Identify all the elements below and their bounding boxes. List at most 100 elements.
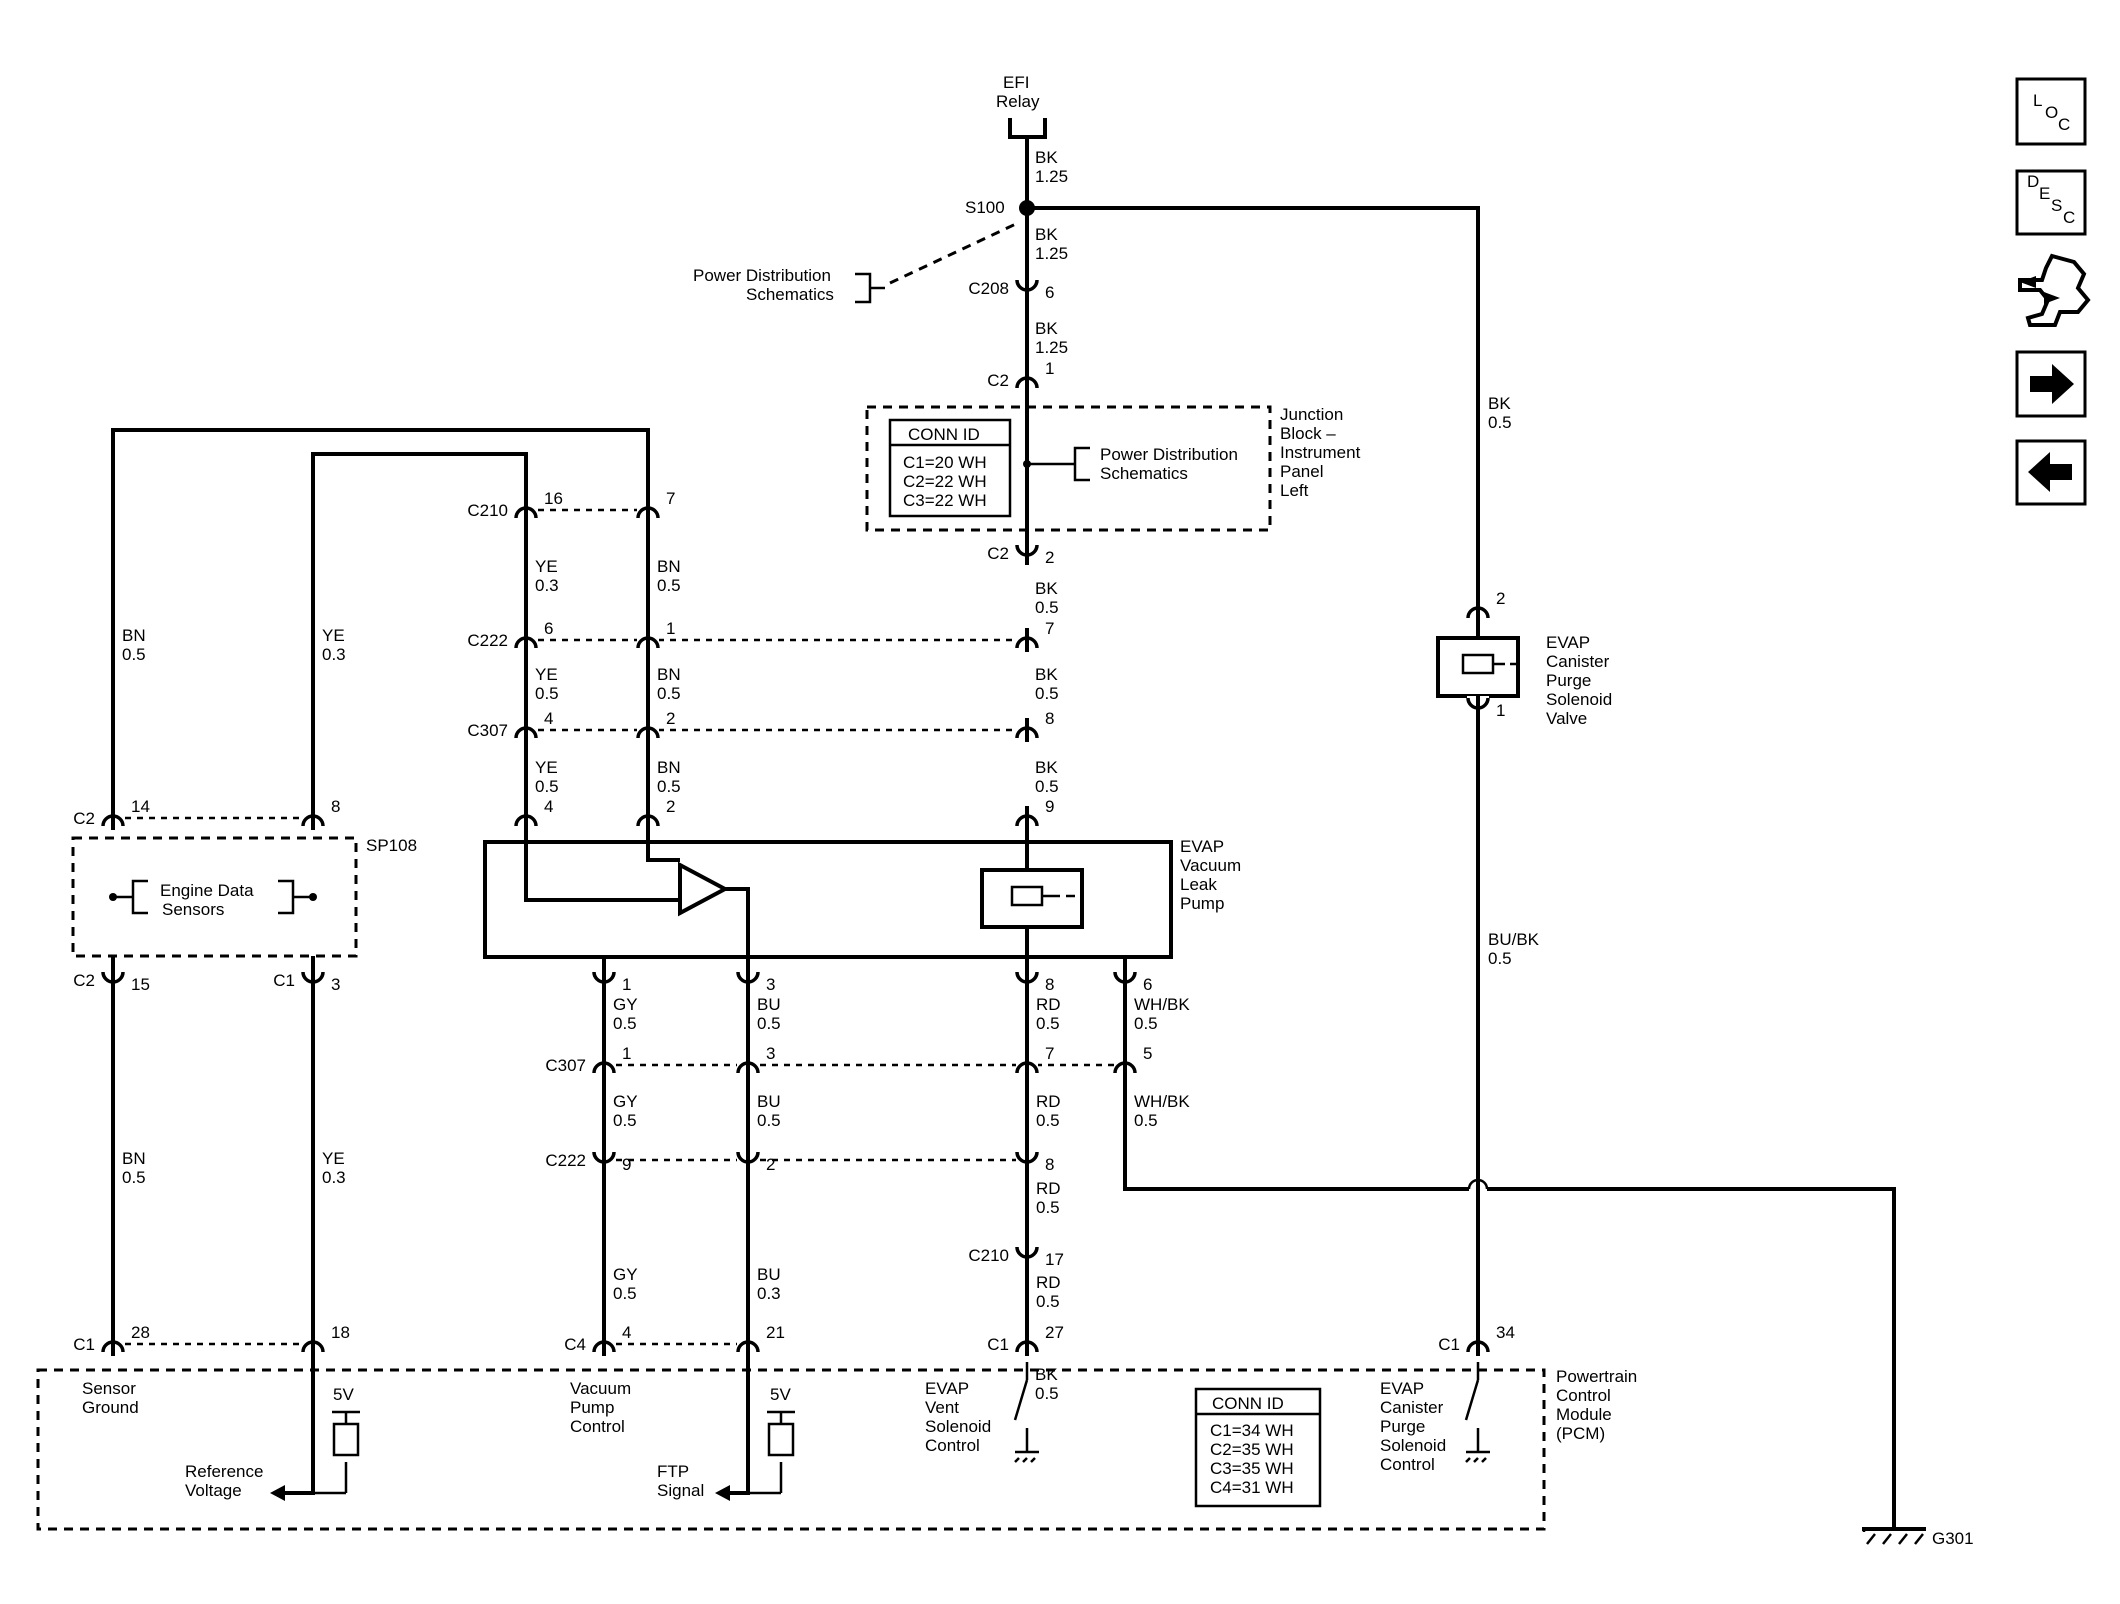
connector-name: C208 bbox=[968, 279, 1009, 298]
pcm-conn-id-title: CONN ID bbox=[1212, 1394, 1284, 1413]
connector-pin: 27 bbox=[1045, 1323, 1064, 1342]
svg-text:0.5: 0.5 bbox=[613, 1111, 637, 1130]
svg-text:BN: BN bbox=[657, 758, 681, 777]
svg-text:0.5: 0.5 bbox=[657, 684, 681, 703]
wire-label-yeB: YE0.3 bbox=[322, 1149, 346, 1187]
svg-text:0.5: 0.5 bbox=[613, 1284, 637, 1303]
connector-pin: 4 bbox=[544, 709, 553, 728]
svg-text:BK: BK bbox=[1035, 579, 1058, 598]
purge-label: Canister bbox=[1546, 652, 1610, 671]
wire-label-bk3: BK1.25 bbox=[1035, 319, 1068, 357]
svg-text:BN: BN bbox=[122, 1149, 146, 1168]
svg-text:L: L bbox=[2033, 91, 2042, 110]
svg-text:BK: BK bbox=[1035, 319, 1058, 338]
connector-c2l8: 8 bbox=[301, 797, 340, 830]
svg-text:0.5: 0.5 bbox=[535, 777, 559, 796]
svg-text:YE: YE bbox=[535, 557, 558, 576]
efi-relay: EFI Relay bbox=[996, 73, 1047, 139]
wire-label-rd3: RD0.5 bbox=[1036, 1179, 1061, 1217]
wire-label-bn3: BN0.5 bbox=[657, 758, 681, 796]
evap-purge-valve: EVAP Canister Purge Solenoid Valve bbox=[1436, 600, 1612, 1344]
pump-label: Vacuum bbox=[1180, 856, 1241, 875]
connector-pb8: 8 bbox=[1015, 968, 1054, 994]
prev-button[interactable] bbox=[2015, 439, 2087, 506]
svg-text:0.5: 0.5 bbox=[1035, 684, 1059, 703]
svg-text:S: S bbox=[2051, 196, 2062, 215]
connector-pin: 15 bbox=[131, 975, 150, 994]
svg-text:0.5: 0.5 bbox=[1035, 777, 1059, 796]
next-button[interactable] bbox=[2015, 350, 2087, 418]
purge-label: Solenoid bbox=[1546, 690, 1612, 709]
svg-text:YE: YE bbox=[322, 1149, 345, 1168]
purge-control-label: EVAP bbox=[1380, 1379, 1424, 1398]
svg-text:YE: YE bbox=[535, 758, 558, 777]
wire-ye-left bbox=[311, 452, 680, 902]
svg-text:0.5: 0.5 bbox=[122, 645, 146, 664]
sensor-ground-label: Sensor bbox=[82, 1379, 136, 1398]
pcm-conn-id-row: C4=31 WH bbox=[1210, 1478, 1294, 1497]
vent-control-label: Control bbox=[925, 1436, 980, 1455]
connector-pin: 2 bbox=[766, 1155, 775, 1174]
connector-c2t: C21 bbox=[987, 359, 1054, 392]
ref-junction-1: Power Distribution bbox=[1100, 445, 1238, 464]
connector-name: C1 bbox=[1438, 1335, 1460, 1354]
svg-text:0.5: 0.5 bbox=[1134, 1014, 1158, 1033]
junction-label: Block – bbox=[1280, 424, 1336, 443]
purge-label: Purge bbox=[1546, 671, 1591, 690]
connector-pin: 28 bbox=[131, 1323, 150, 1342]
connector-pc18: 18 bbox=[301, 1323, 350, 1356]
junction-block: CONN ID C1=20 WH C2=22 WH C3=22 WH Power… bbox=[865, 405, 1361, 532]
svg-text:WH/BK: WH/BK bbox=[1134, 1092, 1190, 1111]
svg-text:0.5: 0.5 bbox=[657, 777, 681, 796]
wire-label-ye3: YE0.5 bbox=[535, 758, 559, 796]
svg-text:O: O bbox=[2045, 103, 2058, 122]
relay-label-1: EFI bbox=[1003, 73, 1029, 92]
connector-pin: 8 bbox=[1045, 975, 1054, 994]
svg-text:0.5: 0.5 bbox=[1488, 949, 1512, 968]
nav-panel: L O C D E S C bbox=[2015, 77, 2091, 506]
wire-label-wh2: WH/BK0.5 bbox=[1134, 1092, 1190, 1130]
ref-left-2: Schematics bbox=[746, 285, 834, 304]
reference-voltage-label: Voltage bbox=[185, 1481, 242, 1500]
svg-text:BK: BK bbox=[1488, 394, 1511, 413]
wire-label-bk5: BK0.5 bbox=[1035, 665, 1059, 703]
pcm-conn-id-row: C1=34 WH bbox=[1210, 1421, 1294, 1440]
loc-button[interactable]: L O C bbox=[2015, 77, 2087, 146]
wire-label-bubk: BU/BK0.5 bbox=[1488, 930, 1540, 968]
engine-data-1: Engine Data bbox=[160, 881, 254, 900]
svg-text:RD: RD bbox=[1036, 1092, 1061, 1111]
conn-id-row: C1=20 WH bbox=[903, 453, 987, 472]
connector-c210b: 7 bbox=[636, 489, 675, 522]
svg-text:1.25: 1.25 bbox=[1035, 167, 1068, 186]
svg-text:0.5: 0.5 bbox=[757, 1111, 781, 1130]
connector-pin: 1 bbox=[622, 975, 631, 994]
svg-text:BK: BK bbox=[1035, 665, 1058, 684]
connector-pc21: 21 bbox=[736, 1323, 785, 1356]
desc-button[interactable]: D E S C bbox=[2015, 169, 2087, 236]
svg-text:0.5: 0.5 bbox=[535, 684, 559, 703]
connector-pin: 4 bbox=[544, 797, 553, 816]
wire-label-rd1: RD0.5 bbox=[1036, 995, 1061, 1033]
svg-text:0.5: 0.5 bbox=[122, 1168, 146, 1187]
connector-name: C1 bbox=[273, 971, 295, 990]
connector-c222c: 7 bbox=[1015, 619, 1054, 652]
svg-text:BN: BN bbox=[657, 665, 681, 684]
connector-pin: 3 bbox=[766, 975, 775, 994]
component-view-icon[interactable] bbox=[2018, 253, 2091, 327]
connector-pin: 8 bbox=[1045, 1155, 1054, 1174]
pcm-label: Module bbox=[1556, 1405, 1612, 1424]
junction-label: Panel bbox=[1280, 462, 1323, 481]
svg-text:0.5: 0.5 bbox=[657, 576, 681, 595]
connector-name: C2 bbox=[987, 544, 1009, 563]
connector-c307f: 7 bbox=[1015, 1044, 1054, 1077]
wire-label-bu1: BU0.5 bbox=[757, 995, 781, 1033]
wire-label-bk1: BK1.25 bbox=[1035, 148, 1068, 186]
wire-whbk bbox=[1123, 957, 1896, 1529]
pcm-label: Powertrain bbox=[1556, 1367, 1637, 1386]
svg-text:BU: BU bbox=[757, 995, 781, 1014]
